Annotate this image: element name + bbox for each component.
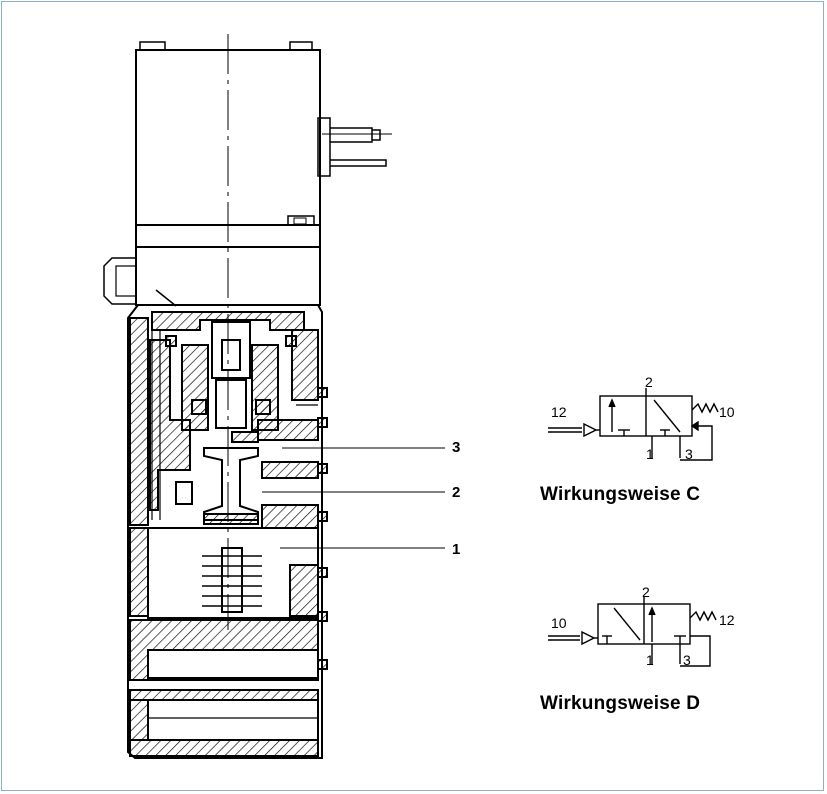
callout-2: 2: [452, 484, 461, 501]
symbol-d-caption: Wirkungsweise D: [540, 693, 701, 714]
symbol-d-port-pilot: 10: [551, 615, 567, 631]
symbol-c-port-outlet: 2: [645, 374, 653, 390]
symbol-d-port-outlet: 2: [642, 584, 650, 600]
symbol-d-port-inlet: 1: [646, 652, 654, 668]
symbol-d-port-spring: 12: [719, 612, 735, 628]
symbol-d-port-exhaust: 3: [683, 652, 691, 668]
callout-3: 3: [452, 439, 461, 456]
valve-symbol-d: [548, 596, 717, 667]
symbol-c-port-pilot: 12: [551, 404, 567, 420]
valve-body-section: [127, 304, 328, 759]
solenoid-coil: [135, 41, 392, 226]
symbol-c-port-inlet: 1: [646, 446, 654, 462]
symbol-c-caption: Wirkungsweise C: [540, 484, 701, 505]
symbol-c-port-exhaust: 3: [685, 446, 693, 462]
callout-1: 1: [452, 541, 461, 558]
symbol-c-port-spring: 10: [719, 404, 735, 420]
valve-symbol-c: [548, 388, 719, 461]
leader-lines: [262, 447, 445, 549]
adapter-plate: [103, 224, 321, 307]
